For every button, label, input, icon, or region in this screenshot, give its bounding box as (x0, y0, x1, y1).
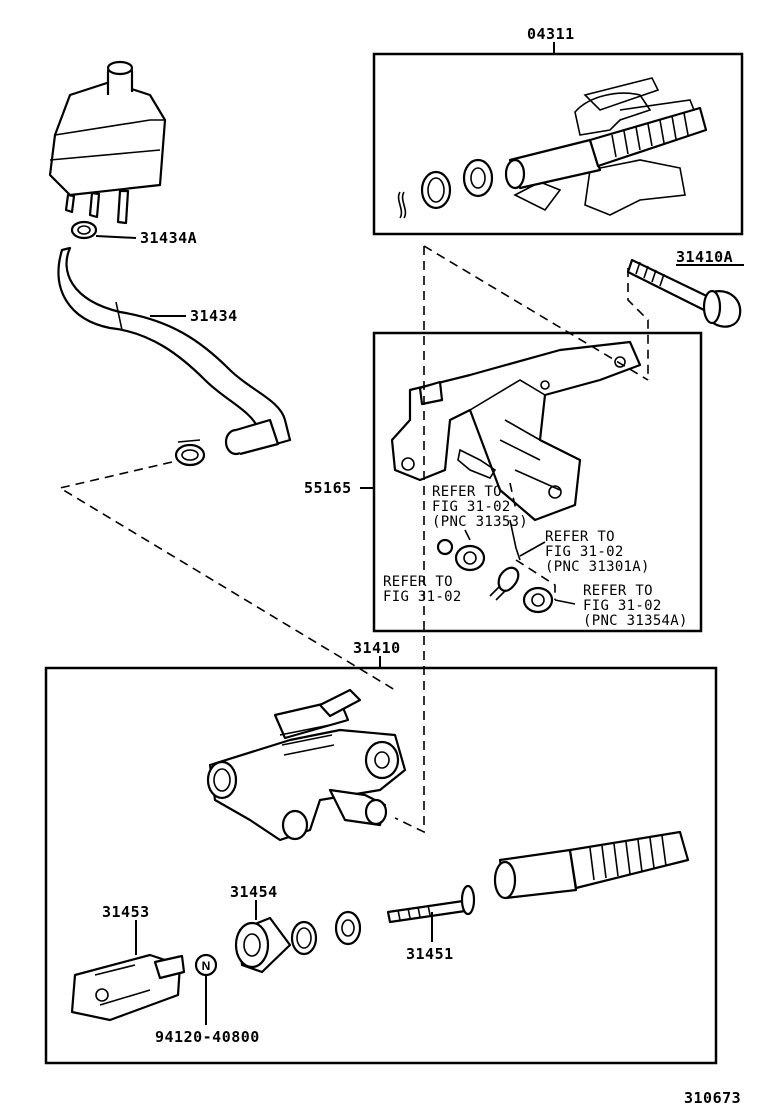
pedal-bracket (390, 340, 642, 522)
note-31354A-line1: REFER TO (583, 583, 653, 599)
clevis-31453 (70, 953, 186, 1022)
label-31434: 31434 (190, 307, 238, 325)
bolt-31410A (626, 258, 742, 328)
note-31301A-line3: (PNC 31301A) (545, 559, 650, 575)
label-31410A: 31410A (676, 248, 734, 266)
push-rod-and-boot (493, 830, 690, 900)
bracket-bushings (436, 529, 554, 614)
note-31301A-line1: REFER TO (545, 529, 615, 545)
note-fig-line1: REFER TO (383, 574, 453, 590)
leader-31301A (519, 541, 546, 557)
retaining-rings (290, 910, 362, 956)
reservoir-hose-clip (70, 220, 98, 240)
leader-31354A (554, 599, 576, 605)
n-symbol-text: N (202, 959, 211, 973)
note-31354A-line2: FIG 31-02 (583, 598, 662, 614)
label-94120-40800: 94120-40800 (155, 1028, 260, 1046)
label-31410: 31410 (353, 639, 401, 657)
leader-31434A (95, 235, 137, 239)
leader-31353 (509, 519, 521, 561)
label-31451: 31451 (406, 945, 454, 963)
note-31353-line2: FIG 31-02 (432, 499, 511, 515)
bushing-31454 (234, 916, 292, 974)
kit-piston-spring (504, 106, 708, 190)
label-31434A: 31434A (140, 229, 198, 247)
bracket-box (372, 331, 703, 633)
note-fig-line2: FIG 31-02 (383, 589, 462, 605)
label-31453: 31453 (102, 903, 150, 921)
figure-id: 310673 (684, 1089, 742, 1107)
reservoir-hose (57, 246, 292, 456)
note-31353-line1: REFER TO (432, 484, 502, 500)
relation-dashed-lines (57, 245, 649, 834)
note-31353-line3: (PNC 31353) (432, 514, 529, 530)
kit-snap-ring (397, 158, 494, 219)
note-31354A-line3: (PNC 31354A) (583, 613, 688, 629)
nut-symbol: N (194, 953, 218, 977)
note-31301A-line2: FIG 31-02 (545, 544, 624, 560)
hose-clamp (174, 439, 206, 467)
label-55165: 55165 (304, 479, 352, 497)
master-cylinder-body (206, 688, 407, 842)
piston-rod-31451 (386, 884, 476, 924)
reservoir-tank (48, 60, 167, 225)
label-31454: 31454 (230, 883, 278, 901)
repair-kit-box (372, 52, 744, 236)
label-04311: 04311 (527, 25, 575, 43)
